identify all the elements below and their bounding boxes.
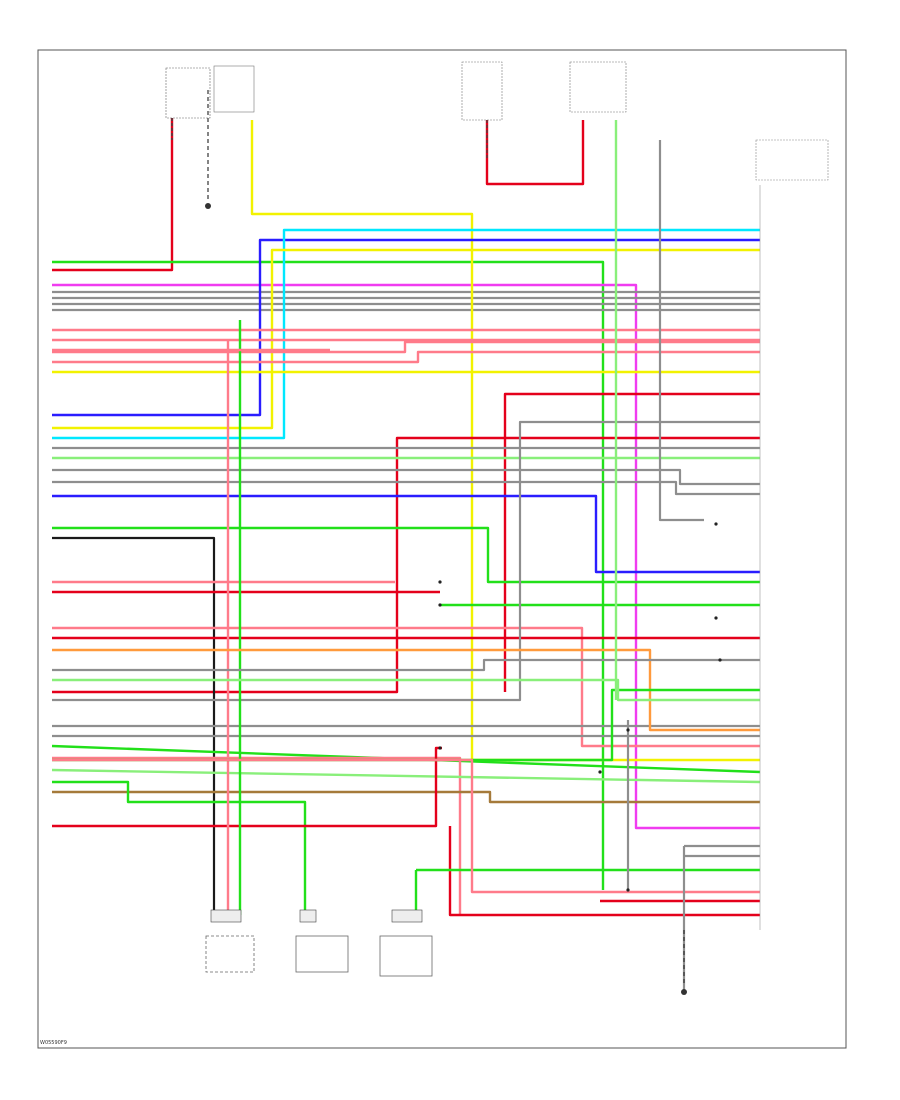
relay-top-center <box>461 61 627 160</box>
wire-pink-6 <box>52 626 760 748</box>
wire-magenta <box>52 283 760 830</box>
wire-pink-7 <box>52 756 462 915</box>
component-bottom-2 <box>295 909 349 973</box>
wire-gray-mid <box>658 140 704 522</box>
diagram-frame <box>37 49 847 1049</box>
wire-gray-6 <box>52 468 760 486</box>
ecm-connector-right <box>755 139 829 930</box>
wire-red-8 <box>448 826 760 917</box>
splice-points <box>438 522 722 892</box>
wire-pink-10 <box>52 758 760 894</box>
wire-brown <box>52 790 760 804</box>
component-bottom-3 <box>379 909 433 977</box>
component-bottom-1 <box>205 909 255 973</box>
wire-blue-b <box>52 494 760 574</box>
wire-red-top-2 <box>485 120 585 186</box>
wire-cyan-a <box>52 228 760 440</box>
ground-bottom-right <box>681 930 687 995</box>
wire-gray-8 <box>52 420 760 702</box>
wire-green-8 <box>52 780 307 915</box>
wires-group <box>51 118 761 990</box>
footer-code: W05590F9 <box>40 1040 67 1046</box>
wire-green-13 <box>52 678 760 702</box>
wire-black-1 <box>52 536 216 915</box>
fuse-block-top-left <box>165 65 255 209</box>
wire-red-fuse <box>52 118 174 272</box>
wire-green-6 <box>52 526 760 584</box>
wire-pink-4 <box>52 350 760 364</box>
wire-red-mid-2 <box>503 392 760 692</box>
wire-blue-a <box>52 238 760 417</box>
wire-gray-11 <box>52 658 760 672</box>
wire-gray-7 <box>52 480 760 496</box>
wire-red-mid <box>52 436 760 694</box>
wire-lightgreen-8 <box>51 768 761 784</box>
